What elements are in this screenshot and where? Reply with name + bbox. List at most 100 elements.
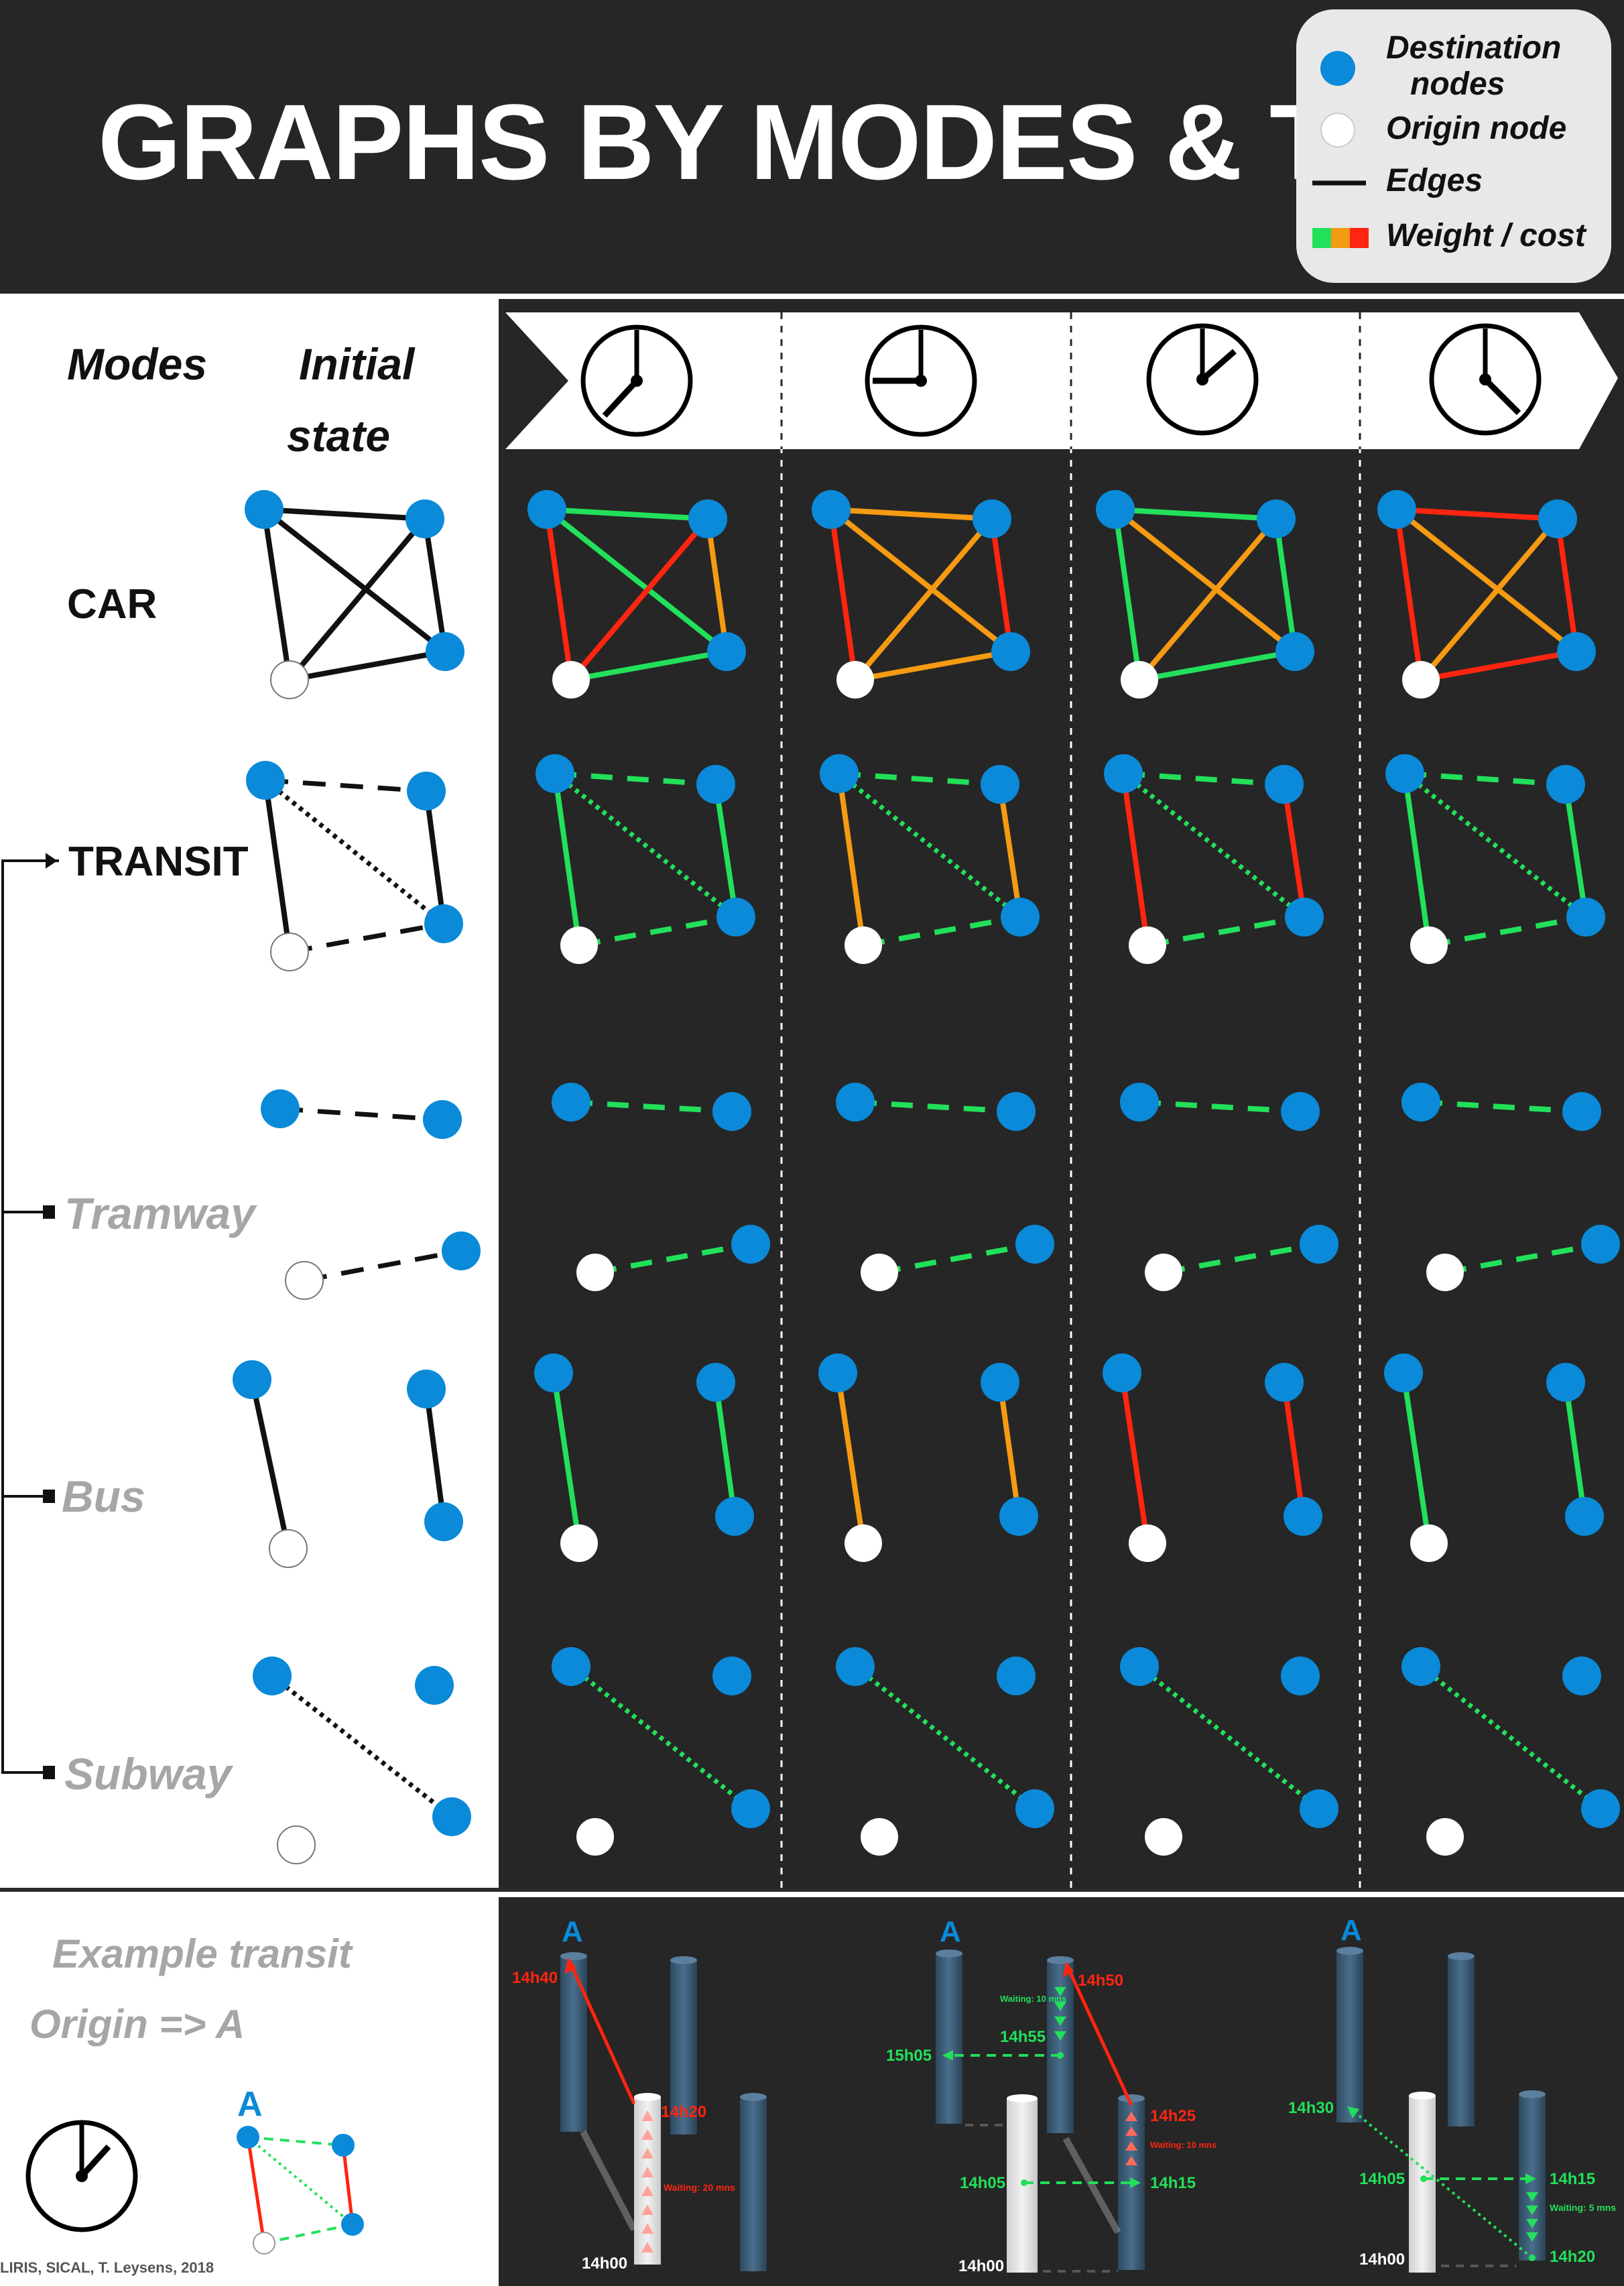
destination-node — [1015, 1789, 1054, 1828]
transit-edge — [553, 772, 738, 919]
destination-node — [1562, 1657, 1601, 1695]
time-label: 14h05 — [960, 2174, 1005, 2192]
origin-node — [1145, 1254, 1182, 1291]
destination-node — [245, 490, 284, 529]
example-clock-icon — [25, 2120, 138, 2232]
car-edge — [1113, 507, 1297, 654]
car-edge — [1137, 517, 1279, 682]
destination-node — [1566, 898, 1605, 937]
destination-node — [1300, 1789, 1338, 1828]
transit-edge — [837, 772, 1022, 919]
cylinder — [1336, 1951, 1363, 2122]
destination-node — [1401, 1083, 1440, 1122]
origin-cylinder — [1409, 2096, 1436, 2273]
destination-node — [715, 1497, 754, 1536]
transfer-arrow — [1351, 2109, 1534, 2259]
legend-destination-label-2: nodes — [1410, 66, 1505, 102]
subway-edge — [1419, 1665, 1603, 1811]
origin-node — [1402, 661, 1440, 699]
time-graphs — [527, 490, 1620, 1856]
waiting-arrows — [1526, 2192, 1538, 2242]
origin-node — [560, 1524, 598, 1562]
destination-node — [426, 632, 464, 671]
origin-node — [1129, 926, 1166, 964]
transit-edge — [1403, 772, 1588, 919]
initial-state-header: Initial — [299, 339, 415, 389]
time-banner-arrow — [505, 312, 1618, 449]
destination-node — [1284, 1497, 1322, 1536]
destination-node — [1546, 1363, 1585, 1402]
car-edge — [830, 507, 993, 522]
destination-node — [1377, 490, 1416, 529]
car-edge — [1396, 507, 1558, 522]
origin-node — [560, 926, 598, 964]
initial-tramway-graph — [261, 1089, 481, 1300]
bus-edge — [713, 1382, 737, 1517]
car-edge — [1115, 507, 1277, 522]
car-edge — [1418, 517, 1560, 682]
initial-car-graph — [245, 490, 464, 699]
car-edge — [1394, 509, 1424, 680]
subway-edge — [1137, 1665, 1321, 1811]
waiting-label: Waiting: 20 mns — [664, 2182, 735, 2193]
cylinder — [1448, 1956, 1475, 2126]
destination-node — [552, 1647, 590, 1686]
waiting-label: Waiting: 10 mns — [1150, 2140, 1216, 2150]
section-separator — [0, 1888, 1624, 1892]
destination-node — [1562, 1092, 1601, 1131]
car-edge — [855, 649, 1011, 682]
clock-icon-3 — [1146, 323, 1259, 436]
origin-node — [285, 1261, 324, 1300]
legend-weight-green — [1312, 228, 1331, 248]
example-subtitle: Origin => A — [29, 2002, 245, 2047]
time-label: 14h20 — [1550, 2248, 1595, 2266]
bus-edge — [1119, 1372, 1150, 1544]
car-edge — [829, 507, 1013, 654]
destination-node — [1265, 1363, 1304, 1402]
origin-node — [1145, 1818, 1182, 1856]
transit-bracket — [1, 853, 59, 1779]
destination-node — [1565, 1497, 1604, 1536]
tramway-edge — [570, 1099, 733, 1114]
destination-node — [534, 1353, 573, 1392]
transfer-arrow — [1065, 1964, 1133, 2106]
origin-node — [861, 1254, 898, 1291]
destination-node — [405, 499, 444, 538]
destination-node — [712, 1657, 751, 1695]
destination-node — [1257, 499, 1296, 538]
time-label: 14h15 — [1550, 2170, 1595, 2188]
header-separator — [0, 294, 1624, 299]
transit-edge — [1402, 773, 1432, 946]
bus-edge — [1563, 1382, 1587, 1517]
destination-node — [1104, 754, 1143, 793]
origin-node — [845, 926, 882, 964]
destination-node — [415, 1666, 454, 1705]
bus-edge — [1401, 1372, 1432, 1544]
car-edge — [1420, 649, 1577, 682]
destination-node — [407, 1370, 446, 1408]
origin-node — [836, 661, 874, 699]
time-label: 14h05 — [1359, 2170, 1405, 2188]
transit-edge — [1121, 772, 1306, 919]
transfer-arrow — [568, 1960, 636, 2105]
destination-node — [836, 1083, 875, 1122]
car-edge — [545, 507, 729, 654]
tramway-edge — [1163, 1242, 1320, 1275]
destination-node — [432, 1797, 471, 1836]
destination-node — [981, 765, 1019, 804]
legend-weight-label: Weight / cost — [1386, 218, 1586, 253]
time-label: 14h15 — [1150, 2174, 1196, 2192]
destination-node — [1265, 765, 1304, 804]
destination-node — [1300, 1225, 1338, 1264]
subway-edge — [853, 1665, 1037, 1811]
example-title: Example transit — [52, 1931, 352, 1976]
transit-edge — [1123, 771, 1285, 787]
destination-node — [981, 1363, 1019, 1402]
transit-edge — [1404, 771, 1566, 787]
mode-bus: Bus — [62, 1471, 145, 1521]
destination-node — [407, 772, 446, 810]
tramway-edge — [855, 1099, 1017, 1114]
origin-node — [1426, 1254, 1464, 1291]
destination-node — [1385, 754, 1424, 793]
origin-node — [576, 1818, 614, 1856]
